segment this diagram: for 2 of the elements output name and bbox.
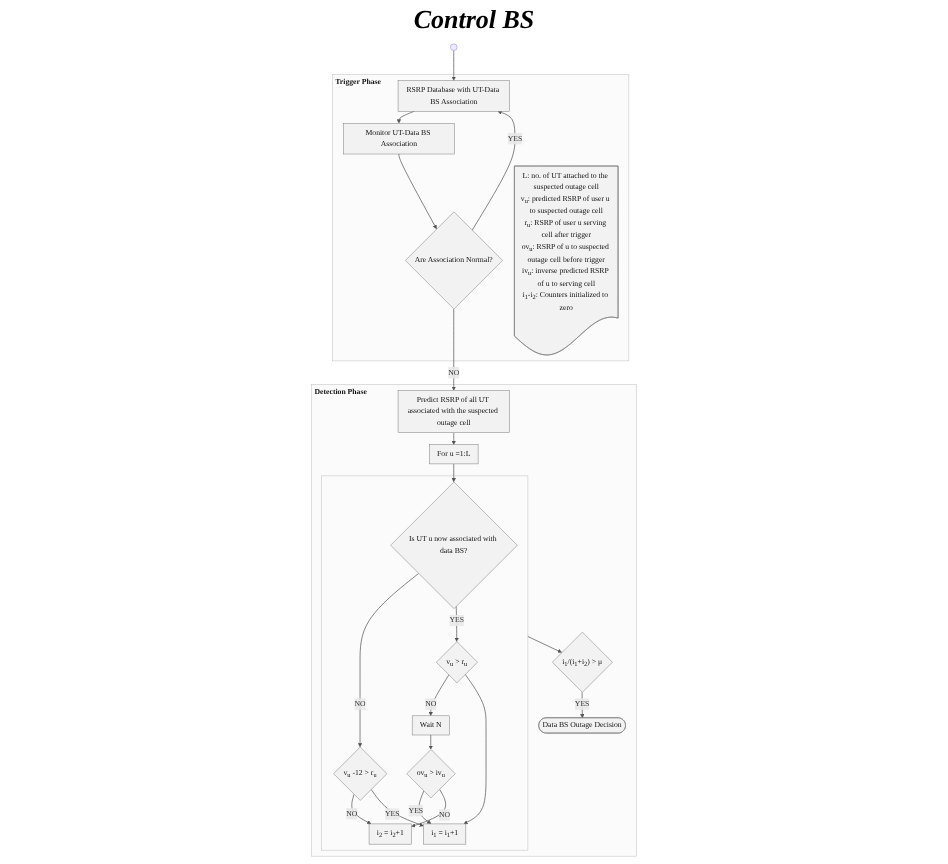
cluster xyxy=(321,475,529,851)
diagram-title: Control BS xyxy=(411,4,537,36)
